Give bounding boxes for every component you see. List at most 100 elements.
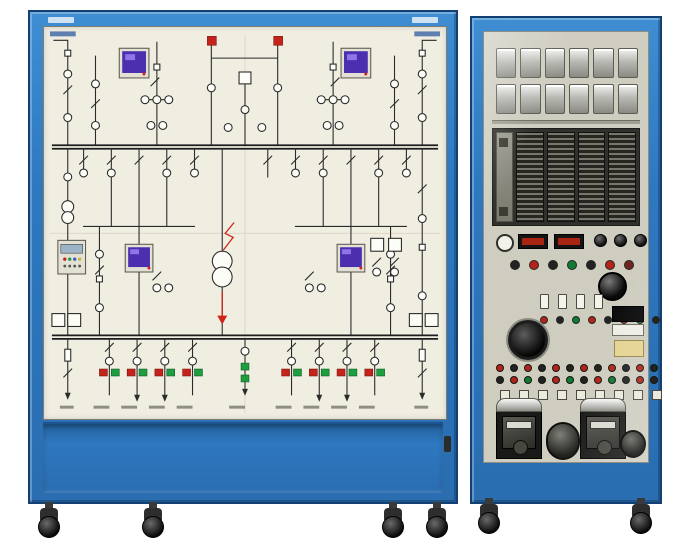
dip-switch xyxy=(576,390,586,400)
corner-label xyxy=(414,31,441,37)
multifunction-meter xyxy=(57,239,87,275)
bottom-feeders xyxy=(63,338,427,396)
terminal-module xyxy=(516,132,544,222)
caster-stem xyxy=(637,498,645,505)
indicator-lamp xyxy=(552,364,560,372)
round-connector xyxy=(620,430,646,458)
one-line-diagram xyxy=(49,31,441,413)
relay-block xyxy=(544,84,565,114)
panel-lower-apron xyxy=(43,422,443,493)
meter-dial xyxy=(597,440,612,455)
knob-row xyxy=(594,234,647,247)
wheel xyxy=(630,512,652,534)
push-button xyxy=(586,260,596,270)
caster-stem xyxy=(45,502,53,509)
door-latch xyxy=(444,436,451,452)
meter-register xyxy=(590,421,616,429)
button-row xyxy=(510,260,634,270)
indicator-lamp xyxy=(496,376,504,384)
relay-block-row xyxy=(496,84,638,114)
relay-block xyxy=(617,48,638,78)
indicator-lamp xyxy=(650,376,658,384)
label-plate xyxy=(612,324,644,336)
seven-segment-display xyxy=(554,234,584,249)
mimic-panel-frame xyxy=(28,10,458,504)
dip-switch xyxy=(557,390,567,400)
indicator-lamp xyxy=(604,316,612,324)
indicator-lamp-row xyxy=(496,376,658,384)
terminal-block xyxy=(614,340,644,357)
mimic-panel-unit xyxy=(28,10,458,543)
energy-meter xyxy=(580,398,626,459)
wheel xyxy=(142,516,164,538)
indicator-lamp xyxy=(510,364,518,372)
dip-switch xyxy=(652,390,662,400)
frame-label-left xyxy=(48,17,74,23)
toggle-switch xyxy=(594,294,603,309)
indicator-lamp xyxy=(552,376,560,384)
indicator-lamp xyxy=(496,364,504,372)
dip-switch xyxy=(633,390,643,400)
load-arrows xyxy=(64,388,426,402)
indicator-lamp xyxy=(622,364,630,372)
panel-meters xyxy=(51,237,439,328)
relay-block xyxy=(496,84,517,114)
relay-screen xyxy=(340,47,372,79)
relay-block xyxy=(593,84,614,114)
wheel xyxy=(478,512,500,534)
demo-motor xyxy=(546,422,580,460)
relay-screen xyxy=(118,47,150,79)
relay-block xyxy=(568,48,590,78)
indicator-lamp xyxy=(608,376,616,384)
terminal-module xyxy=(608,132,636,222)
one-line-diagram-board xyxy=(43,26,447,420)
caster-wheel xyxy=(476,498,502,542)
switch-row xyxy=(500,390,662,400)
meter-dial xyxy=(513,440,528,455)
meter-body xyxy=(580,412,626,459)
terminal-module xyxy=(546,132,575,222)
relay-block xyxy=(568,84,590,114)
control-cabinet-unit xyxy=(470,16,662,543)
cabinet-interior xyxy=(483,31,662,463)
meter-cap xyxy=(580,398,626,412)
seven-segment-display xyxy=(518,234,548,249)
caster-wheel xyxy=(424,502,450,543)
indicator-lamp-row xyxy=(496,364,658,372)
indicator-lamp xyxy=(580,364,588,372)
indicator-lamp xyxy=(588,316,596,324)
indicator-lamp xyxy=(524,376,532,384)
indicator-lamp xyxy=(594,364,602,372)
wheel xyxy=(38,516,60,538)
push-button xyxy=(510,260,520,270)
toggle-switch xyxy=(540,294,549,309)
push-button xyxy=(624,260,634,270)
indicator-lamp xyxy=(580,376,588,384)
meter-circles xyxy=(63,69,427,366)
indicator-lamp xyxy=(636,376,644,384)
indicator-lamp xyxy=(538,364,546,372)
frame-label-right xyxy=(412,17,438,23)
wheel xyxy=(382,516,404,538)
indicator-lamp xyxy=(622,376,630,384)
mini-gauge xyxy=(496,234,514,252)
caster-stem xyxy=(485,498,493,505)
indicator-lamp xyxy=(566,364,574,372)
meter-body xyxy=(496,412,542,459)
toggle-switch xyxy=(576,294,585,309)
top-feeders xyxy=(53,39,437,146)
indicator-lamp xyxy=(510,376,518,384)
terminal-module xyxy=(577,132,606,222)
relay-screen xyxy=(124,243,154,273)
wheel xyxy=(426,516,448,538)
mid-feeders xyxy=(67,148,427,336)
breaker-boxes xyxy=(64,36,426,362)
indicator-lamp xyxy=(566,376,574,384)
label-dashes xyxy=(59,405,429,409)
energy-meter xyxy=(496,398,542,459)
indicator-lamp xyxy=(524,364,532,372)
mounting-rail xyxy=(492,120,640,124)
indicator-lamp xyxy=(540,316,548,324)
meter-window xyxy=(612,306,644,322)
fault-arrows xyxy=(217,222,235,325)
